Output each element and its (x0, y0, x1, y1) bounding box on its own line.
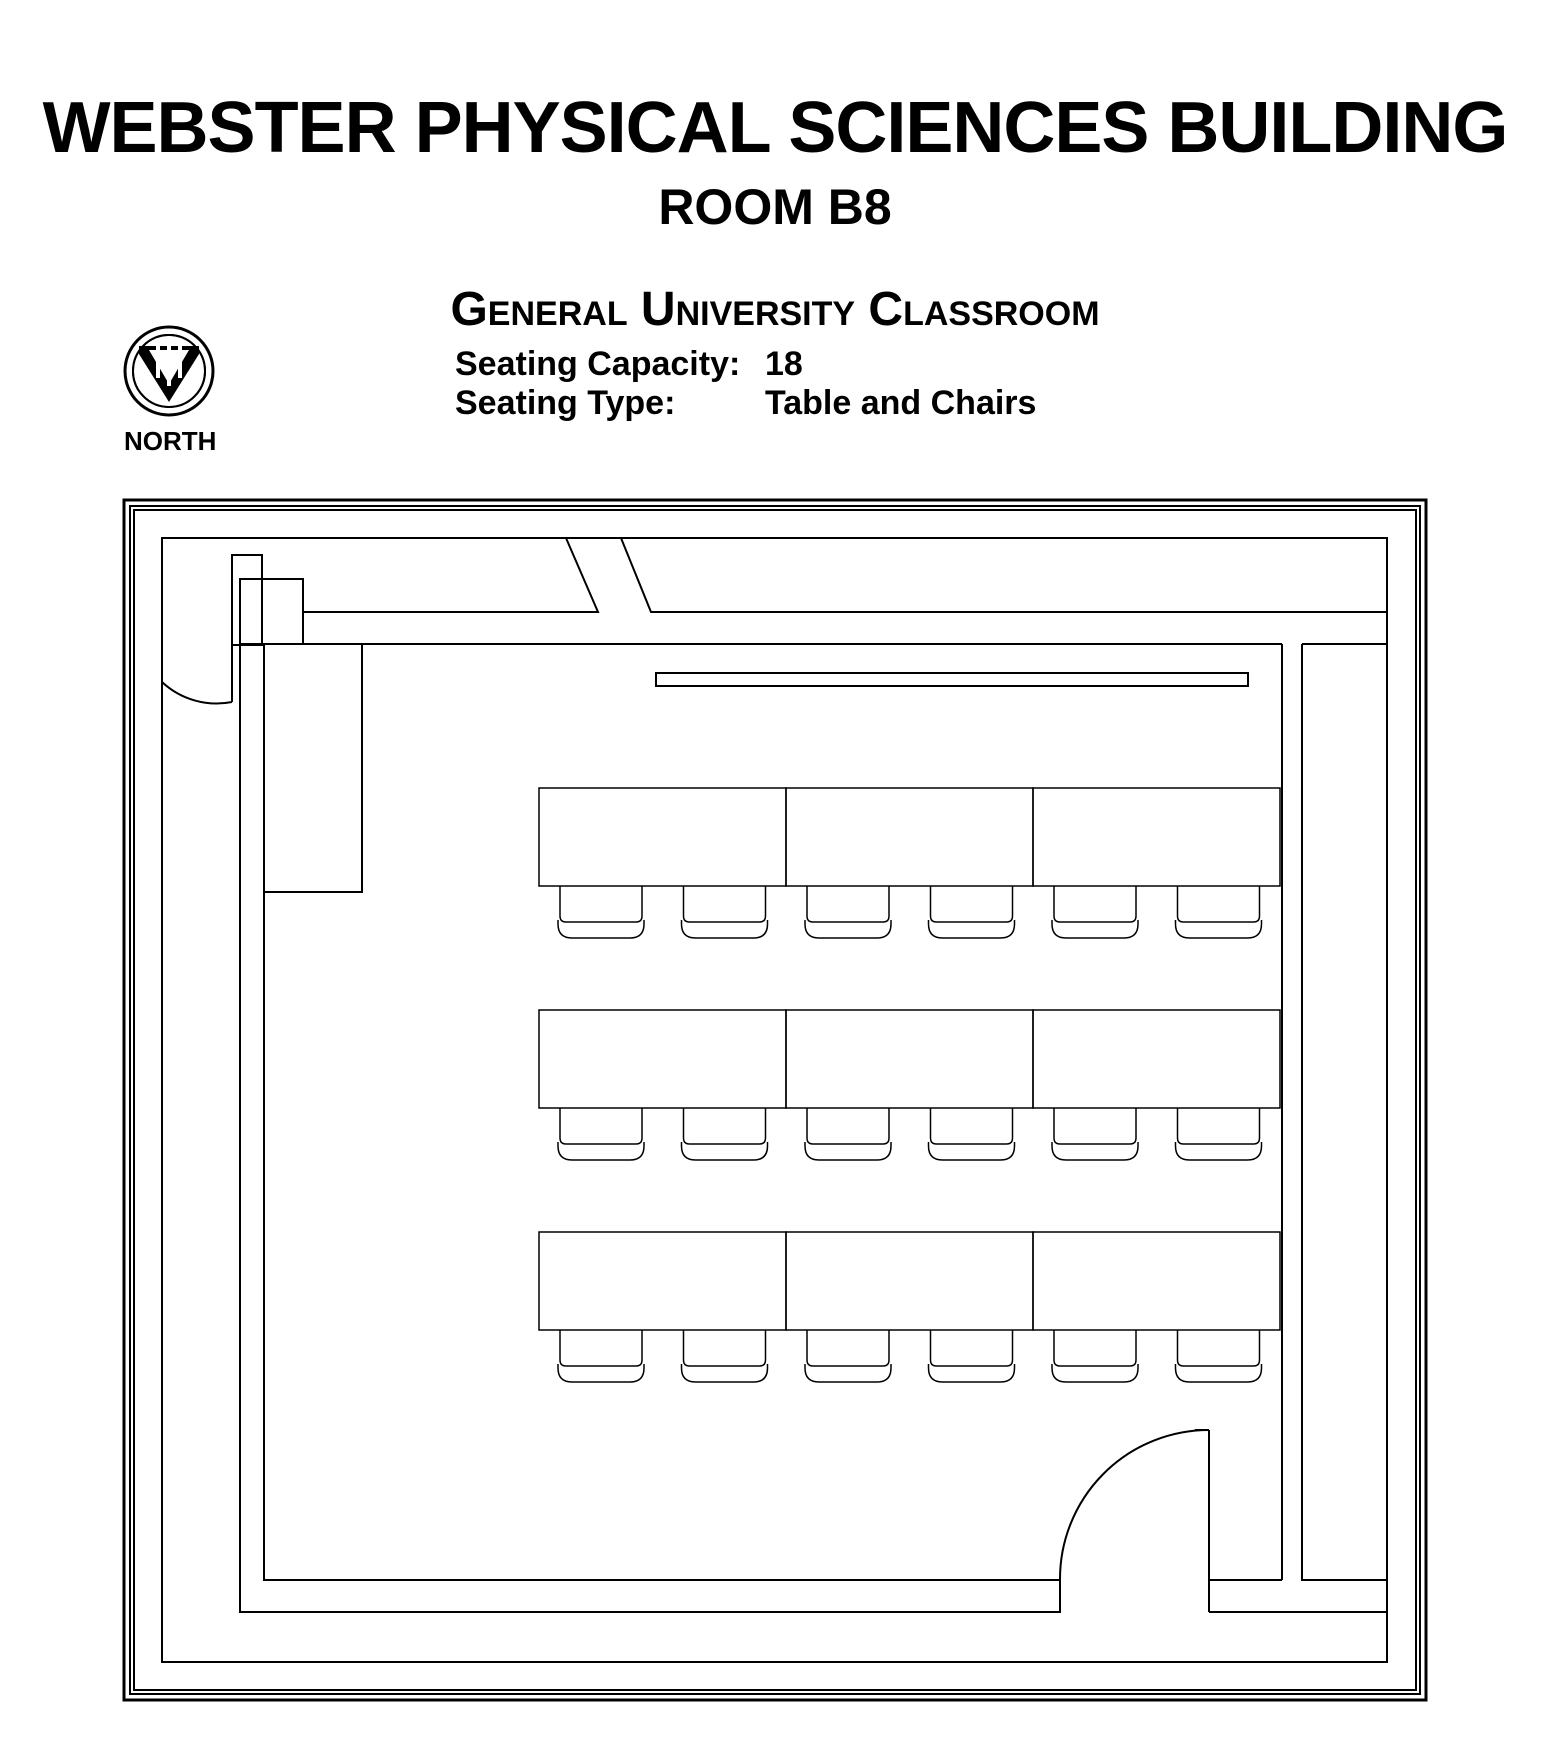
chair (559, 1330, 643, 1367)
chair (806, 886, 890, 923)
whiteboard (655, 672, 1249, 687)
north-label: NORTH (124, 426, 217, 456)
chair (806, 1108, 890, 1145)
table (785, 787, 1034, 887)
nw-door-frame (231, 554, 263, 646)
chair-back (804, 1364, 892, 1383)
chair-back (804, 920, 892, 939)
chair (929, 1108, 1014, 1145)
seating-type-value: Table and Chairs (765, 384, 1037, 422)
chair-back (1051, 1142, 1139, 1161)
chair-back (1174, 1142, 1263, 1161)
chair (682, 1108, 767, 1145)
chair-back (1174, 920, 1263, 939)
chair-back (680, 1142, 769, 1161)
plan-border-inner (133, 509, 1417, 1691)
building-title: WEBSTER PHYSICAL SCIENCES BUILDING (42, 88, 1509, 168)
plan-border-outer (122, 498, 1428, 1702)
chair (682, 886, 767, 923)
chair (929, 1330, 1014, 1367)
chair (1176, 1108, 1261, 1145)
seating-type-label: Seating Type: (455, 384, 676, 422)
chair-back (557, 1142, 645, 1161)
chair (1053, 886, 1137, 923)
chair-back (680, 1364, 769, 1383)
chair (1053, 1330, 1137, 1367)
seating-capacity-label: Seating Capacity: (455, 345, 741, 383)
table (1032, 787, 1281, 887)
chair-back (804, 1142, 892, 1161)
chair-back (1174, 1364, 1263, 1383)
corridor-boundary (161, 537, 1388, 1663)
chair-back (680, 920, 769, 939)
table (785, 1231, 1034, 1331)
table (538, 1231, 787, 1331)
chair (682, 1330, 767, 1367)
plan-border-middle (129, 505, 1421, 1695)
table (1032, 1009, 1281, 1109)
chair (1176, 1330, 1261, 1367)
chair-back (927, 1142, 1016, 1161)
seating-capacity-value: 18 (765, 345, 803, 383)
chair (1053, 1108, 1137, 1145)
north-wall-right (620, 537, 1387, 613)
chair (1176, 886, 1261, 923)
chair (806, 1330, 890, 1367)
chair (929, 886, 1014, 923)
table (785, 1009, 1034, 1109)
table (538, 787, 787, 887)
chair-back (1051, 920, 1139, 939)
chair-back (557, 920, 645, 939)
table (538, 1009, 787, 1109)
nw-door-jamb-block (239, 578, 304, 645)
chair-back (1051, 1364, 1139, 1383)
chair-back (927, 1364, 1016, 1383)
west-south-wall-inner (263, 644, 1060, 1581)
chair-back (557, 1364, 645, 1383)
north-wall-left (303, 537, 600, 613)
west-south-wall-outer (239, 612, 1061, 1613)
room-number: ROOM B8 (658, 179, 892, 235)
table (1032, 1231, 1281, 1331)
chair (559, 1108, 643, 1145)
east-wall-outer (1301, 644, 1387, 1581)
chair (559, 886, 643, 923)
north-arrow-icon (123, 325, 215, 417)
nw-door-swing (161, 681, 233, 705)
instructor-podium (263, 643, 363, 893)
south-door-swing (1058, 1429, 1210, 1581)
chair-back (927, 920, 1016, 939)
furniture-layout (538, 787, 1281, 1383)
room-type-heading: General University Classroom (450, 283, 1100, 336)
